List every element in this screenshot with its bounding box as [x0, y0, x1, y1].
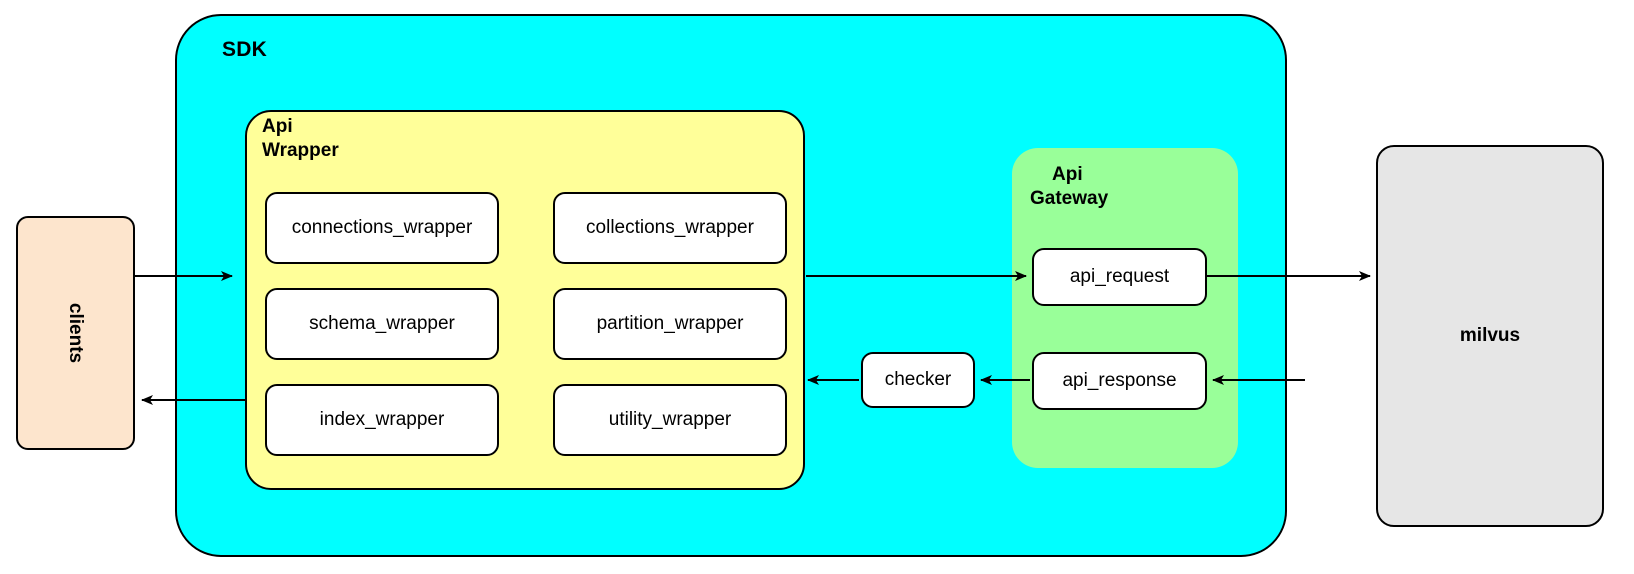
- wrapper-cell-index[interactable]: index_wrapper: [265, 384, 499, 456]
- checker-node[interactable]: checker: [861, 352, 975, 408]
- wrapper-cell-collections[interactable]: collections_wrapper: [553, 192, 787, 264]
- clients-node[interactable]: [16, 216, 135, 450]
- api-gateway-label-line1: Api: [1052, 164, 1083, 185]
- gateway-cell-api-request[interactable]: api_request: [1032, 248, 1207, 306]
- api-gateway-container[interactable]: [1012, 148, 1238, 468]
- api-wrapper-label-line1: Api: [262, 116, 293, 137]
- wrapper-cell-schema[interactable]: schema_wrapper: [265, 288, 499, 360]
- sdk-label: SDK: [222, 38, 267, 61]
- wrapper-cell-connections[interactable]: connections_wrapper: [265, 192, 499, 264]
- api-wrapper-label: Api Wrapper: [262, 115, 462, 163]
- api-wrapper-label-line2: Wrapper: [262, 140, 339, 161]
- api-gateway-label: Api Gateway: [1030, 163, 1230, 211]
- milvus-node[interactable]: milvus: [1376, 145, 1604, 527]
- wrapper-cell-utility[interactable]: utility_wrapper: [553, 384, 787, 456]
- gateway-cell-api-response[interactable]: api_response: [1032, 352, 1207, 410]
- api-gateway-label-line2: Gateway: [1030, 188, 1109, 209]
- wrapper-cell-partition[interactable]: partition_wrapper: [553, 288, 787, 360]
